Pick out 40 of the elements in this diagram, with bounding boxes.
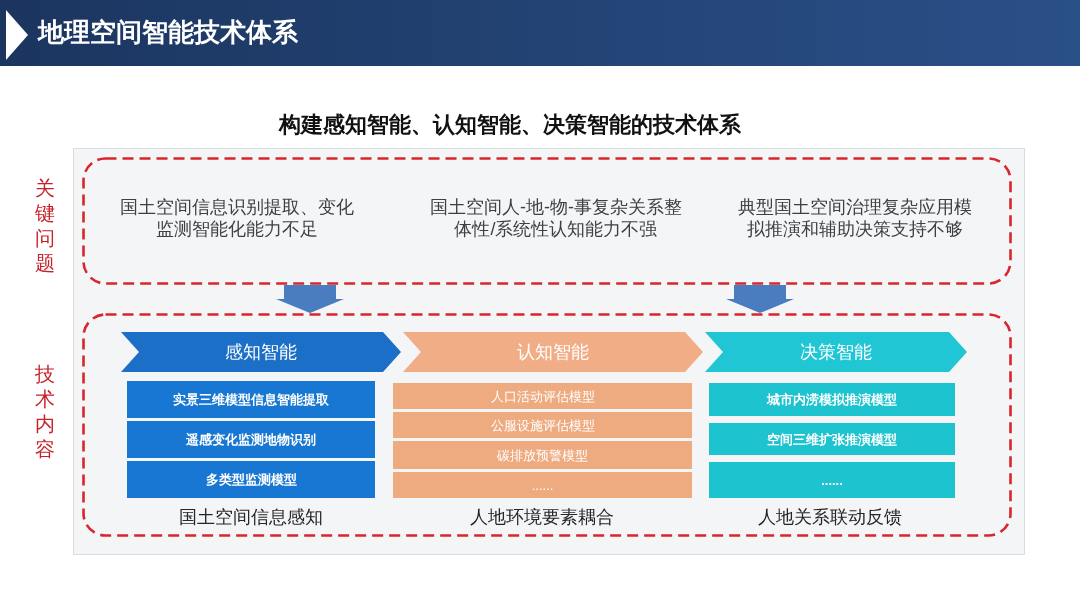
subtitle: 构建感知智能、认知智能、决策智能的技术体系	[277, 111, 742, 139]
header-title: 地理空间智能技术体系	[38, 16, 298, 49]
list-bar	[393, 383, 692, 409]
list-bar	[709, 423, 955, 455]
chevron-banner	[705, 332, 967, 372]
chevron-banner	[403, 332, 703, 372]
block-arrow	[276, 285, 344, 313]
item-text: 公服设施评估模型	[490, 416, 595, 434]
problem-text: 典型国土空间治理复杂应用模拟推演和辅助决策支持不够	[737, 196, 973, 240]
list-bar	[127, 381, 375, 418]
dashed-group-frame	[82, 157, 1012, 285]
problem-text: 国土空间信息识别提取、变化监测智能化能力不足	[119, 196, 355, 240]
column-caption: 国土空间信息感知	[178, 506, 324, 528]
item-text: 人口活动评估模型	[490, 387, 595, 405]
chevron-banner	[121, 332, 401, 372]
banner-text: 决策智能	[800, 341, 872, 363]
item-text: ......	[821, 471, 843, 489]
block-arrow	[726, 285, 794, 313]
problem-text: 国土空间人-地-物-事复杂关系整体性/系统性认知能力不强	[429, 196, 683, 240]
side-label: 关键问题	[34, 176, 56, 276]
column-caption: 人地环境要素耦合	[469, 506, 615, 528]
list-bar	[709, 462, 955, 498]
item-text: 空间三维扩张推演模型	[767, 430, 897, 448]
list-bar	[393, 441, 692, 469]
list-bar	[393, 412, 692, 438]
item-text: ......	[531, 476, 554, 494]
item-text: 城市内涝模拟推演模型	[767, 391, 897, 408]
list-bar	[127, 461, 375, 498]
column-caption: 人地关系联动反馈	[757, 506, 903, 528]
list-bar	[709, 383, 955, 416]
item-text: 遥感变化监测地物识别	[186, 431, 316, 448]
item-text: 多类型监测模型	[205, 471, 297, 488]
banner-text: 认知智能	[517, 341, 589, 363]
item-text: 碳排放预警模型	[497, 446, 588, 464]
dashed-group-frame	[82, 313, 1012, 537]
side-label: 技术内容	[34, 362, 56, 462]
item-text: 实景三维模型信息智能提取	[173, 391, 329, 408]
banner-text: 感知智能	[225, 341, 297, 363]
list-bar	[127, 421, 375, 458]
list-bar	[393, 472, 692, 498]
